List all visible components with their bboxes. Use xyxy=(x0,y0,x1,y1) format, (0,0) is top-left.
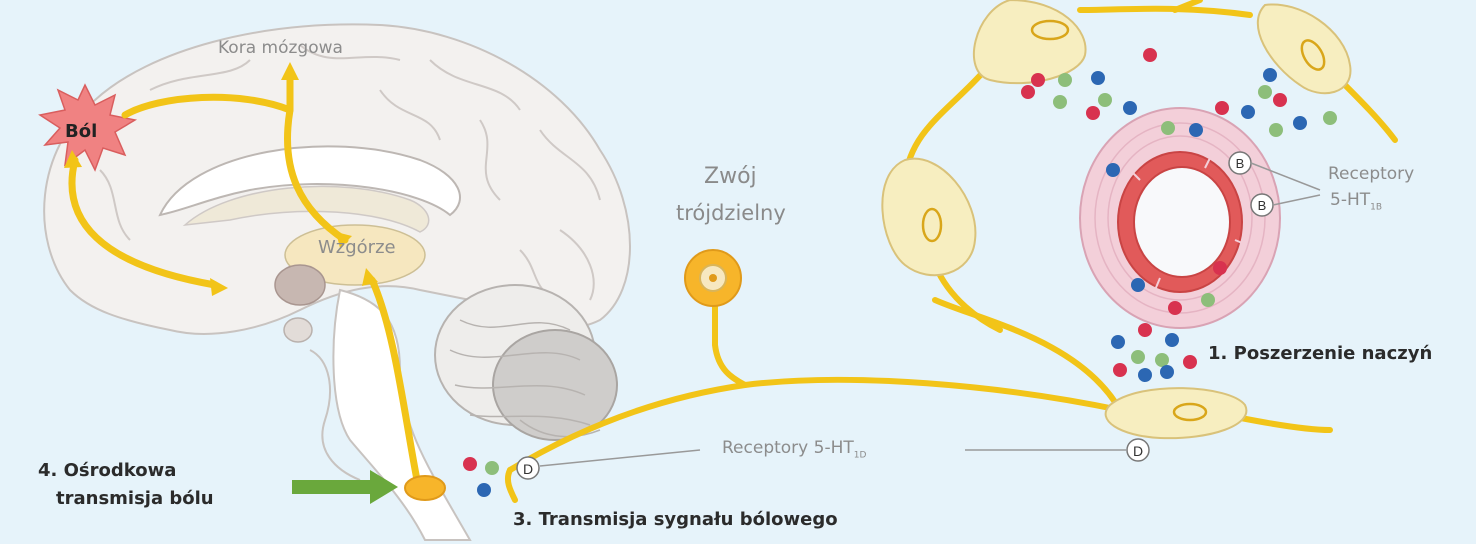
trigeminal-ganglion-icon xyxy=(685,250,741,306)
pain-label: Ból xyxy=(65,121,97,142)
receptors-1b-text: 5-HT xyxy=(1330,190,1370,210)
step1-label: 1. Poszerzenie naczyń xyxy=(1208,343,1432,364)
step4-label-line2: transmisja bólu xyxy=(56,488,214,509)
receptor-b-label-2: B xyxy=(1258,198,1267,213)
ganglion-label-line2: trójdzielny xyxy=(676,201,786,225)
cortex-label: Kora mózgowa xyxy=(218,38,343,58)
receptors-1b-label-line2: 5-HT1B xyxy=(1330,190,1382,212)
receptors-1d-label: Receptory 5-HT1D xyxy=(722,438,866,460)
neuropeptide-dots-brainstem xyxy=(463,457,499,497)
receptor-d-label-left: D xyxy=(523,461,533,477)
thalamus-label: Wzgórze xyxy=(318,237,396,258)
receptor-1d-marker-right xyxy=(965,439,1149,461)
step4-label-line1: 4. Ośrodkowa xyxy=(38,460,176,481)
step3-label: 3. Transmisja sygnału bólowego xyxy=(513,509,838,530)
blood-vessel-cross-section xyxy=(1080,108,1280,328)
receptors-1b-label-line1: Receptory xyxy=(1328,164,1414,184)
receptor-1d-marker-left xyxy=(517,450,700,479)
receptors-1d-text: Receptory 5-HT xyxy=(722,438,854,458)
receptors-1b-subscript: 1B xyxy=(1370,202,1382,212)
receptor-b-label-1: B xyxy=(1236,156,1245,171)
receptor-d-label-right: D xyxy=(1133,443,1143,459)
receptors-1d-subscript: 1D xyxy=(854,450,867,460)
ganglion-label-line1: Zwój xyxy=(704,164,757,189)
brainstem-nucleus xyxy=(405,476,445,500)
